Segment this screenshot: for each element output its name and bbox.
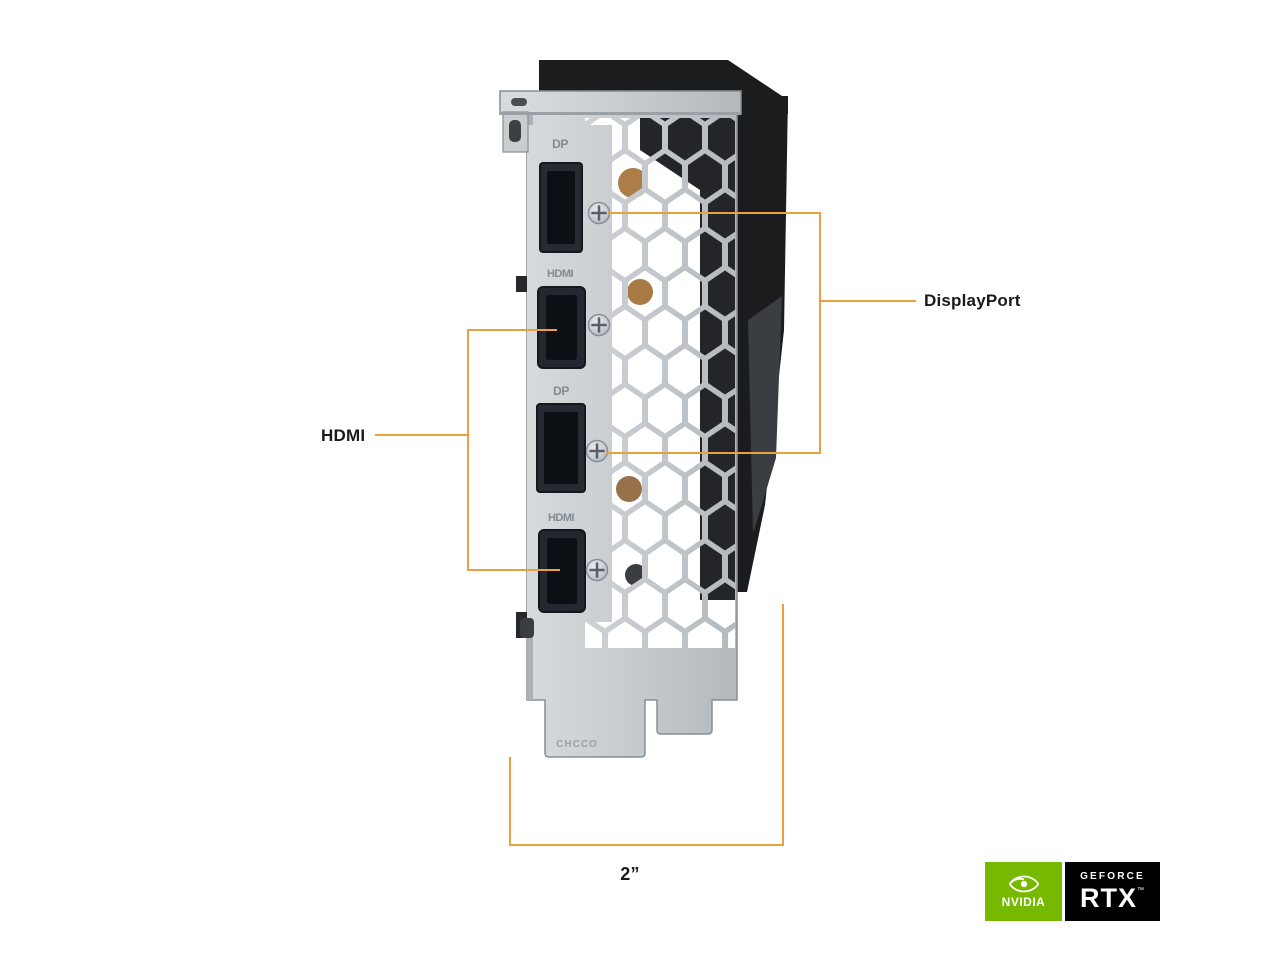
displayport-port-1: DP bbox=[539, 137, 583, 253]
displayport-port-2: DP bbox=[536, 384, 586, 493]
lip-screw-slot bbox=[511, 98, 527, 106]
hook-slot bbox=[509, 120, 521, 142]
screw-3 bbox=[585, 439, 609, 463]
bracket-top-lip bbox=[499, 90, 742, 115]
port-label-dp2: DP bbox=[553, 384, 569, 398]
geforce-label: GEFORCE bbox=[1080, 870, 1145, 882]
port-label-hdmi1: HDMI bbox=[547, 268, 574, 280]
certification-marking: CHCCO bbox=[556, 739, 598, 750]
callout-lines bbox=[375, 212, 916, 846]
dimension-lines bbox=[509, 604, 784, 846]
screw-2 bbox=[587, 313, 611, 337]
nvidia-eye-icon bbox=[1008, 875, 1039, 893]
bracket-screw-notch bbox=[520, 618, 534, 638]
nvidia-wordmark: NVIDIA bbox=[1001, 895, 1046, 909]
hdmi-label: HDMI bbox=[321, 426, 366, 445]
screw-1 bbox=[587, 201, 611, 225]
hdmi-callout-line bbox=[467, 329, 560, 571]
port-label-dp1: DP bbox=[552, 137, 568, 151]
displayport-label: DisplayPort bbox=[924, 291, 1021, 310]
shroud-facet bbox=[748, 296, 782, 534]
trademark-symbol: ™ bbox=[1137, 886, 1145, 894]
rtx-text: RTX bbox=[1080, 882, 1137, 913]
hdmi-port-2: HDMI bbox=[538, 512, 586, 613]
hdmi-port-1: HDMI bbox=[537, 268, 586, 369]
lip-shadow-line bbox=[500, 112, 741, 115]
dimension-label: 2” bbox=[620, 864, 640, 884]
screw-4 bbox=[585, 558, 609, 582]
displayport-callout-line bbox=[606, 212, 821, 454]
nvidia-logo-box: NVIDIA bbox=[985, 862, 1062, 921]
port-label-hdmi2: HDMI bbox=[548, 512, 575, 524]
mounting-screws bbox=[585, 201, 611, 582]
bracket-clip-upper bbox=[516, 276, 527, 292]
